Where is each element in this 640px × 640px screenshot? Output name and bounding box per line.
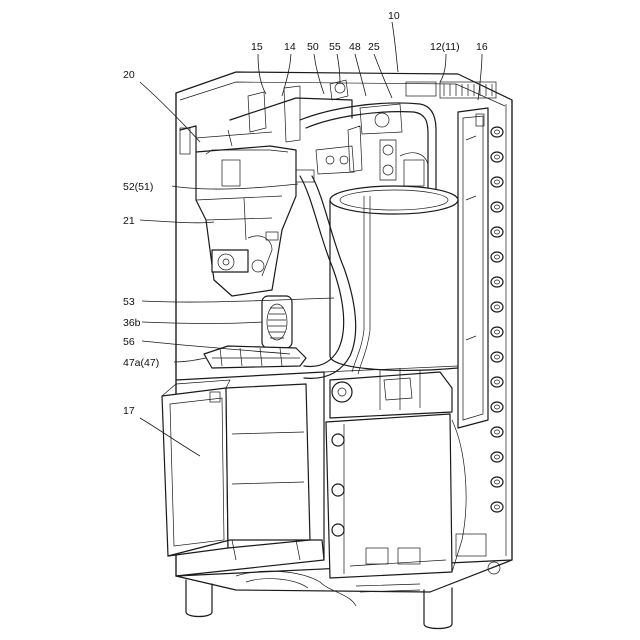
label-25: 25 <box>368 41 380 53</box>
coil-ring <box>491 177 503 187</box>
coil-ring <box>491 302 503 312</box>
coil-ring <box>491 277 503 287</box>
label-48: 48 <box>349 41 361 53</box>
coil-ring <box>491 377 503 387</box>
tray-47a <box>204 346 306 368</box>
coil-ring <box>491 152 503 162</box>
label-52-51: 52(51) <box>123 181 153 193</box>
lower-right-unit <box>326 414 500 578</box>
viewport-36b <box>262 296 292 348</box>
label-16: 16 <box>476 41 488 53</box>
coil-ring <box>491 252 503 262</box>
label-12-11: 12(11) <box>430 41 460 53</box>
coil-ring <box>491 202 503 212</box>
label-20: 20 <box>123 69 135 81</box>
label-56: 56 <box>123 336 135 348</box>
coil-ring <box>491 427 503 437</box>
label-50: 50 <box>307 41 319 53</box>
coil-ring <box>491 477 503 487</box>
label-15: 15 <box>251 41 263 53</box>
filter-cassette-17 <box>162 380 324 576</box>
coil-ring <box>491 127 503 137</box>
label-55: 55 <box>329 41 341 53</box>
coil-ring <box>491 227 503 237</box>
hopper-assembly-20-21 <box>180 126 296 296</box>
roof-vent-slots <box>444 84 492 96</box>
coil-ring <box>491 327 503 337</box>
side-panel-16 <box>458 108 488 428</box>
label-17: 17 <box>123 405 135 417</box>
heat-exchanger-coils <box>491 127 503 512</box>
coil-ring <box>491 502 503 512</box>
coil-ring <box>491 352 503 362</box>
label-36b: 36b <box>123 317 141 329</box>
label-14: 14 <box>284 41 296 53</box>
label-21: 21 <box>123 215 135 227</box>
label-47a-47: 47a(47) <box>123 357 159 369</box>
label-53: 53 <box>123 296 135 308</box>
tank <box>330 186 458 374</box>
coil-ring <box>491 452 503 462</box>
label-10: 10 <box>388 10 400 22</box>
coil-ring <box>491 402 503 412</box>
